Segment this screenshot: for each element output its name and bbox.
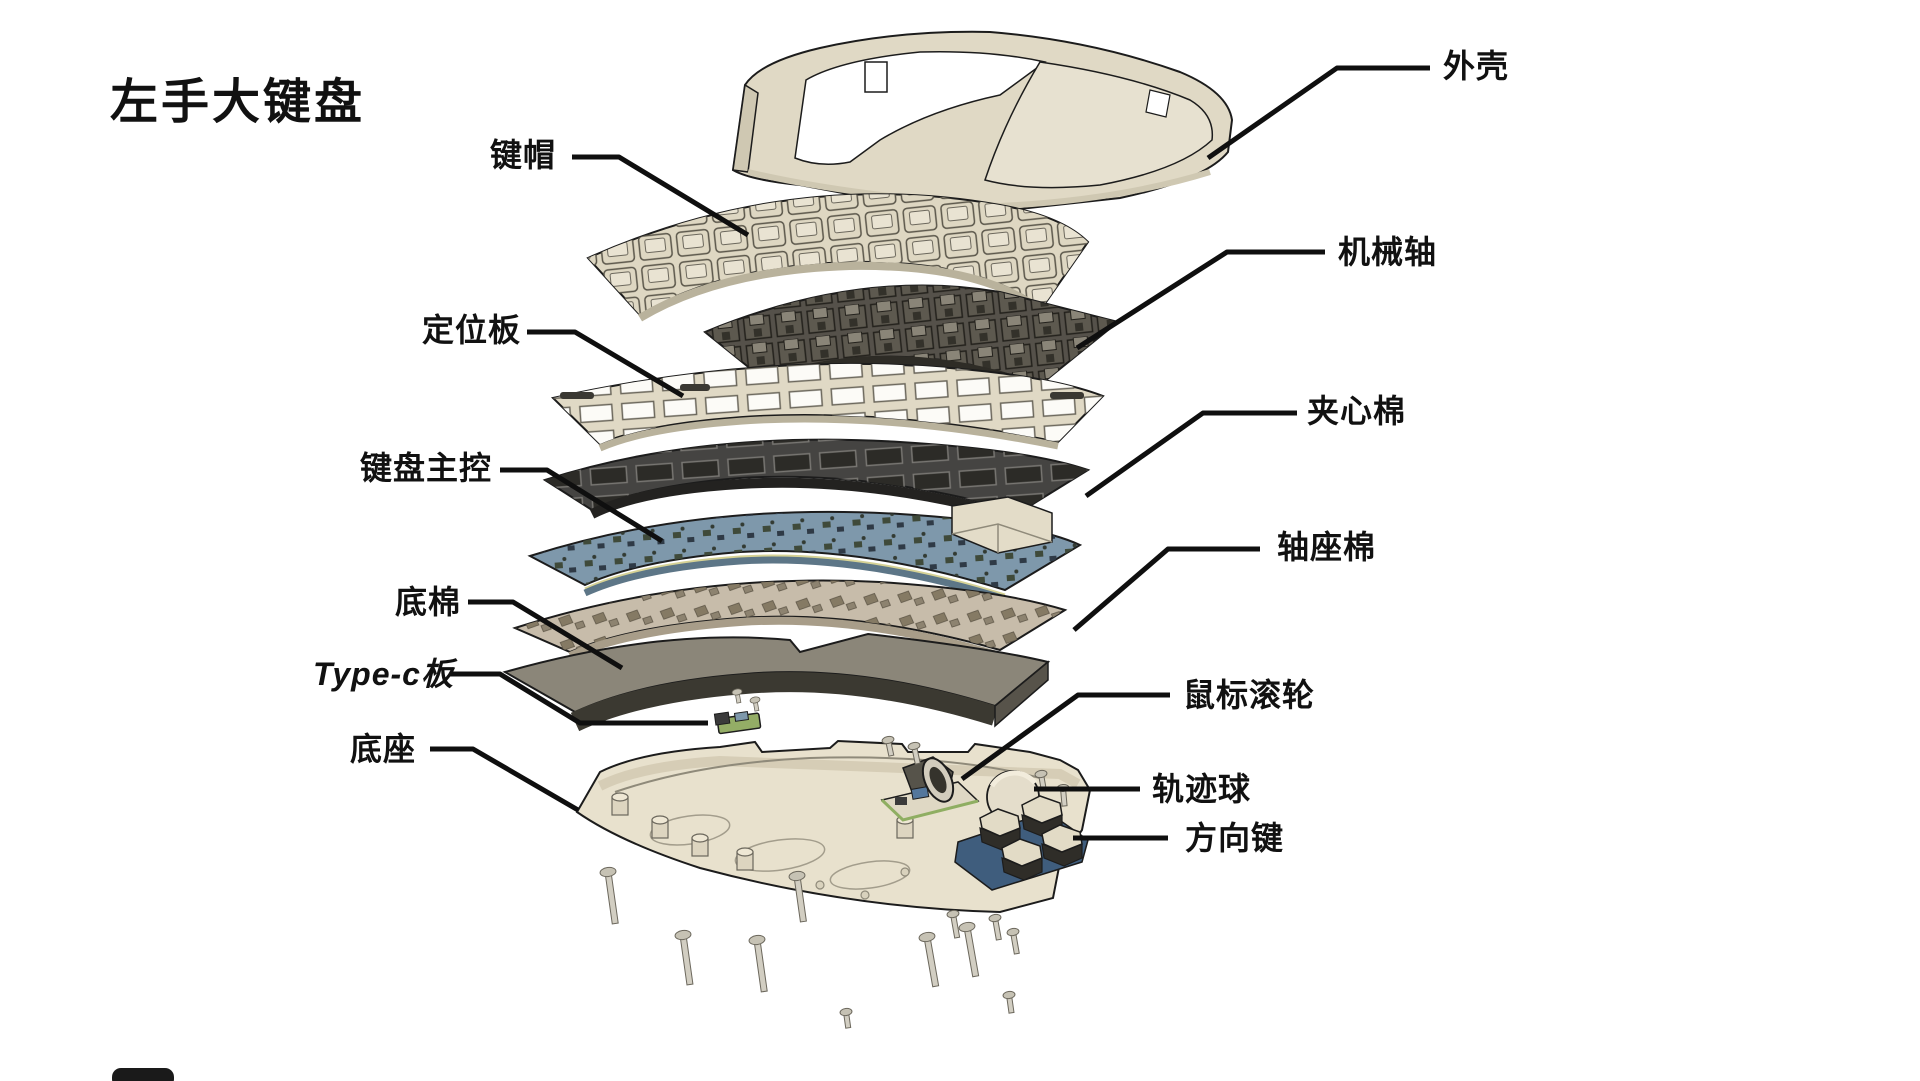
leader-shell: [1206, 65, 1430, 161]
label-shell: 外壳: [1443, 48, 1510, 84]
keycaps-part: [586, 193, 1090, 322]
leader-scroll-wheel: [960, 692, 1170, 782]
label-switch-foam: 轴座棉: [1277, 529, 1377, 565]
label-bottom-foam: 底棉: [395, 584, 462, 620]
bottom-foam-part: [502, 632, 1051, 732]
label-switches: 机械轴: [1338, 234, 1438, 270]
leader-lines: [430, 65, 1430, 841]
switch-foam-part: [512, 579, 1068, 660]
leader-base: [430, 746, 580, 813]
main-pcb-part: [527, 496, 1083, 603]
diagram-title: 左手大键盘: [110, 76, 366, 129]
shell-part: [731, 30, 1234, 212]
leader-bottom-foam: [468, 599, 624, 671]
type-c-part: [713, 688, 762, 735]
watermark-fragment: [112, 1068, 174, 1081]
arrow-keys-part: [954, 795, 1089, 891]
label-plate: 定位板: [422, 312, 522, 348]
label-scroll-wheel: 鼠标滚轮: [1183, 677, 1316, 713]
label-keycaps: 键帽: [490, 137, 557, 173]
label-mid-foam: 夹心棉: [1307, 393, 1407, 429]
label-trackball: 轨迹球: [1152, 771, 1252, 807]
label-arrow-keys: 方向键: [1185, 820, 1285, 856]
leader-switch-foam: [1072, 546, 1260, 632]
label-base: 底座: [350, 731, 417, 767]
label-main-pcb: 键盘主控: [360, 450, 493, 486]
plate-part: [550, 362, 1105, 452]
mid-foam-part: [542, 438, 1091, 523]
leader-keycaps: [572, 154, 750, 238]
leader-type-c: [450, 671, 708, 726]
leader-switches: [1075, 249, 1325, 351]
scroll-wheel-part: [880, 756, 980, 822]
leader-plate: [527, 329, 685, 399]
base-part: [575, 739, 1092, 914]
leader-mid-foam: [1084, 410, 1297, 499]
leader-main-pcb: [500, 467, 664, 544]
label-type-c-board: Type-c板: [313, 656, 454, 692]
